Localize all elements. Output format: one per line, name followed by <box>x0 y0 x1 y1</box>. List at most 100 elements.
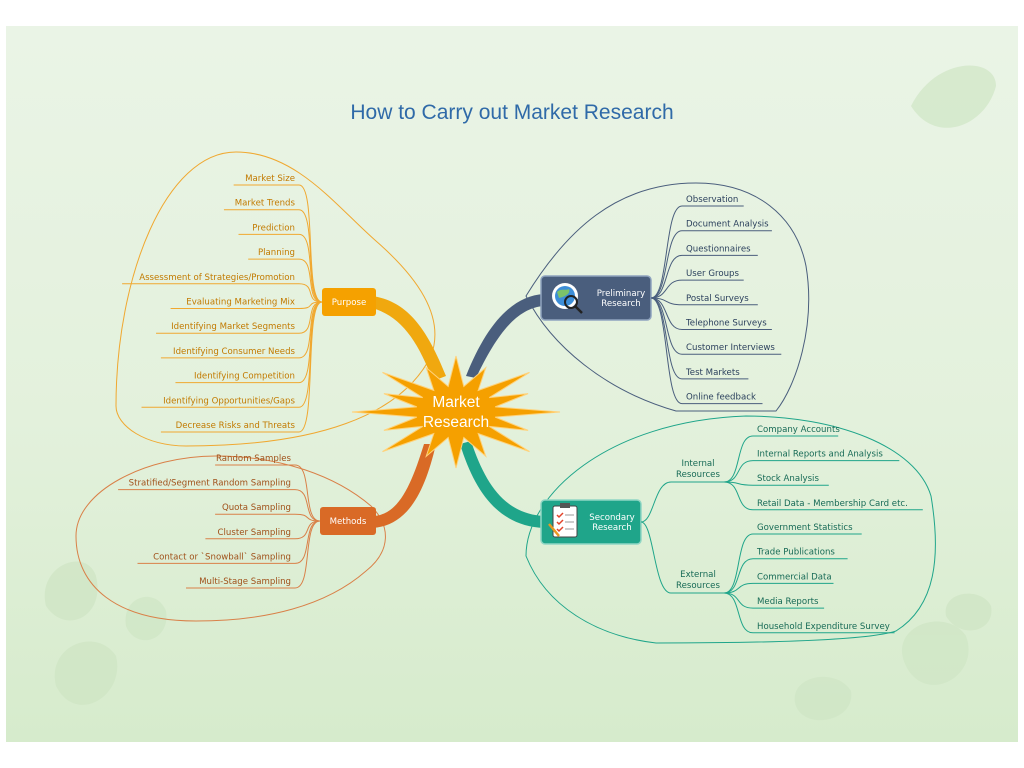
secondary-to-internal-connector <box>640 481 672 523</box>
internal-leaf-label: Internal Reports and Analysis <box>757 450 883 460</box>
secondary-to-external-connector <box>640 521 672 594</box>
secondary-label-line1: Secondary <box>589 513 635 523</box>
purpose-leaf-label: Identifying Consumer Needs <box>173 347 295 357</box>
external-leaf-connector <box>723 558 754 594</box>
purpose-leaf-item[interactable]: Assessment of Strategies/Promotion <box>122 273 323 303</box>
purpose-leaf-item[interactable]: Identifying Consumer Needs <box>160 301 323 359</box>
preliminary-leaf-item[interactable]: Observation <box>650 195 744 299</box>
external-label-line1: External <box>680 570 716 580</box>
preliminary-branch <box>466 294 544 378</box>
purpose-leaf-item[interactable]: Decrease Risks and Threats <box>160 301 323 433</box>
purpose-leaf-item[interactable]: Prediction <box>238 223 323 303</box>
preliminary-leaf-label: Online feedback <box>686 393 756 403</box>
globe-magnifier-icon <box>552 283 583 314</box>
preliminary-leaf-item[interactable]: Online feedback <box>650 297 763 405</box>
methods-leaf-label: Contact or `Snowball` Sampling <box>153 551 291 562</box>
preliminary-leaf-label: Postal Surveys <box>686 294 749 304</box>
methods-leaf-item[interactable]: Multi-Stage Sampling <box>186 520 321 589</box>
methods-leaf-connector <box>294 489 321 522</box>
methods-leaf-item[interactable]: Quota Sampling <box>215 503 321 522</box>
external-leaf-label: Media Reports <box>757 597 819 607</box>
methods-node[interactable]: Methods <box>320 507 376 535</box>
purpose-leaf-connector <box>298 184 323 303</box>
internal-leaf-item[interactable]: Internal Reports and Analysis <box>723 450 900 483</box>
purpose-leaf-label: Identifying Competition <box>194 372 295 382</box>
purpose-leaf-item[interactable]: Market Size <box>233 174 323 303</box>
preliminary-research-node[interactable]: Preliminary Research <box>540 275 652 321</box>
preliminary-leaf-item[interactable]: Postal Surveys <box>650 294 758 306</box>
external-leaf-item[interactable]: Household Expenditure Survey <box>723 592 895 634</box>
internal-label-line1: Internal <box>681 459 714 469</box>
preliminary-leaf-item[interactable]: Questionnaires <box>650 244 758 299</box>
preliminary-leaf-label: Questionnaires <box>686 244 751 254</box>
purpose-leaf-label: Market Size <box>245 174 295 184</box>
preliminary-leaf-label: Observation <box>686 195 738 205</box>
internal-leaf-label: Retail Data - Membership Card etc. <box>757 499 908 509</box>
preliminary-leaf-label: Test Markets <box>685 368 740 378</box>
purpose-leaf-label: Evaluating Marketing Mix <box>186 298 295 308</box>
secondary-branch <box>460 441 544 528</box>
purpose-leaf-connector <box>298 283 323 303</box>
purpose-leaf-connector <box>298 258 323 303</box>
purpose-leaf-item[interactable]: Evaluating Marketing Mix <box>170 298 323 309</box>
methods-leaf-item[interactable]: Cluster Sampling <box>205 520 321 540</box>
internal-resources-node[interactable]: Internal Resources <box>671 459 724 483</box>
internal-leaf-item[interactable]: Stock Analysis <box>723 474 829 486</box>
preliminary-leaf-item[interactable]: Customer Interviews <box>650 297 782 355</box>
preliminary-leaf-item[interactable]: Test Markets <box>650 297 749 380</box>
purpose-leaf-label: Planning <box>258 248 295 258</box>
internal-leaf-item[interactable]: Company Accounts <box>723 425 840 483</box>
internal-leaf-label: Company Accounts <box>757 425 840 435</box>
external-leaf-item[interactable]: Media Reports <box>723 592 825 609</box>
external-resources-node[interactable]: External Resources <box>671 570 724 594</box>
internal-leaf-connector <box>723 460 754 483</box>
purpose-label: Purpose <box>332 298 367 308</box>
methods-leaf-item[interactable]: Random Samples <box>215 454 321 522</box>
preliminary-leaf-label: Document Analysis <box>686 220 769 230</box>
external-label-line2: Resources <box>676 581 720 591</box>
methods-leaf-label: Multi-Stage Sampling <box>199 577 291 587</box>
internal-leaf-item[interactable]: Retail Data - Membership Card etc. <box>723 481 923 511</box>
center-label-line2: Research <box>423 414 489 431</box>
purpose-leaf-connector <box>298 209 323 303</box>
preliminary-leaf-connector <box>650 297 683 355</box>
purpose-leaf-item[interactable]: Market Trends <box>223 199 323 303</box>
external-leaf-label: Commercial Data <box>757 572 832 582</box>
preliminary-leaf-item[interactable]: User Groups <box>650 269 744 299</box>
internal-leaf-connector <box>723 481 754 511</box>
methods-branch <box>372 444 436 528</box>
purpose-leaf-connector <box>298 301 323 433</box>
mind-map-canvas: How to Carry out Market Research Market … <box>6 26 1018 742</box>
methods-leaf-label: Random Samples <box>216 454 292 464</box>
purpose-boundary <box>115 151 436 447</box>
methods-leaf-item[interactable]: Stratified/Segment Random Sampling <box>118 479 321 522</box>
purpose-leaf-item[interactable]: Planning <box>248 248 323 303</box>
external-leaf-item[interactable]: Commercial Data <box>723 572 834 594</box>
purpose-leaf-label: Prediction <box>252 223 295 233</box>
methods-leaf-label: Cluster Sampling <box>218 528 291 538</box>
secondary-label-line2: Research <box>592 523 631 533</box>
methods-leaf-connector <box>294 520 321 589</box>
methods-boundary <box>75 455 386 622</box>
preliminary-leaf-connector <box>650 297 683 380</box>
center-node[interactable]: Market Research <box>351 355 561 469</box>
preliminary-label-line2: Research <box>601 299 640 309</box>
purpose-leaf-label: Assessment of Strategies/Promotion <box>139 273 295 283</box>
secondary-research-node[interactable]: Secondary Research <box>540 499 642 545</box>
mind-map: How to Carry out Market Research Market … <box>44 65 996 721</box>
methods-label: Methods <box>330 517 367 527</box>
purpose-leaf-connector <box>298 301 323 359</box>
preliminary-leaf-connector <box>650 254 683 299</box>
preliminary-leaf-connector <box>650 205 683 299</box>
purpose-node[interactable]: Purpose <box>322 288 376 316</box>
purpose-leaf-item[interactable]: Identifying Competition <box>175 301 323 384</box>
preliminary-leaf-item[interactable]: Document Analysis <box>650 220 772 299</box>
external-leaf-item[interactable]: Government Statistics <box>723 523 862 594</box>
purpose-leaf-label: Identifying Opportunities/Gaps <box>163 396 295 406</box>
external-leaf-item[interactable]: Trade Publications <box>723 548 848 594</box>
methods-leaf-connector <box>294 513 321 522</box>
page-title: How to Carry out Market Research <box>350 101 673 124</box>
preliminary-leaf-connector <box>650 230 683 299</box>
